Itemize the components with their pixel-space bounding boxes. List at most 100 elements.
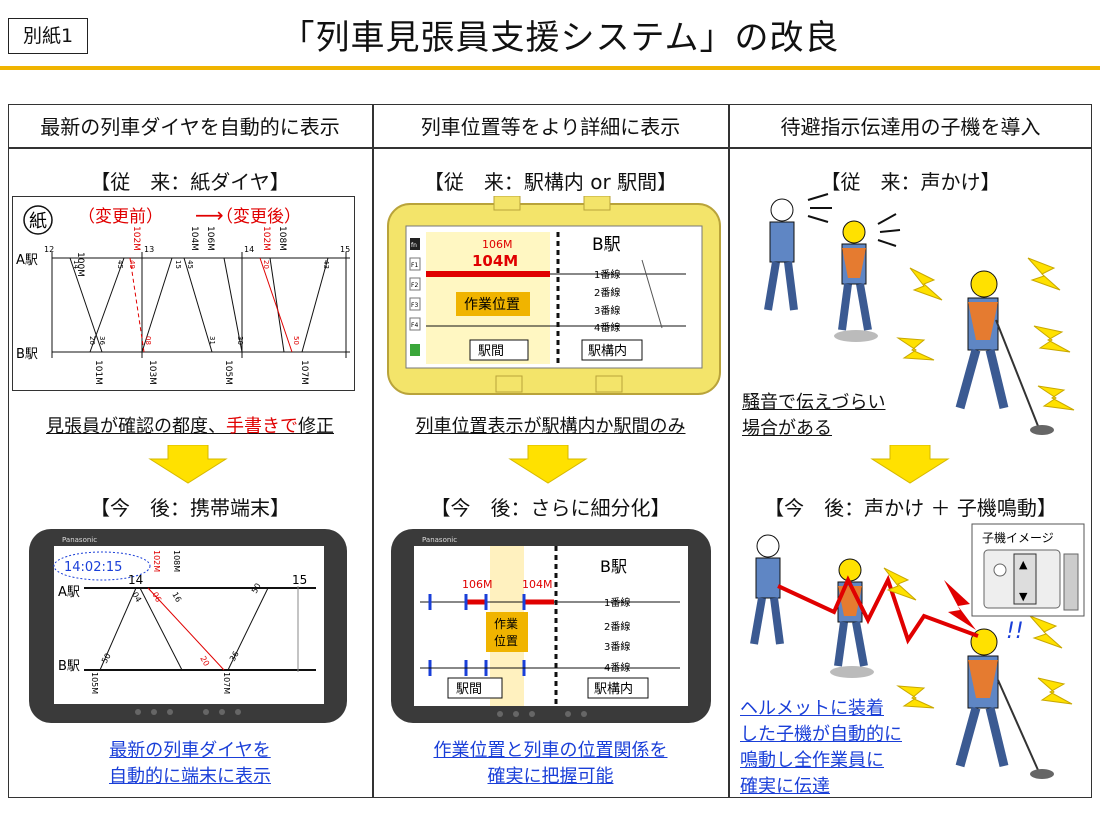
column-heading-timetable: 最新の列車ダイヤを自動的に表示 [40, 115, 340, 139]
handheld-old-display: fn F1 F2 F3 F4 106M 104M B駅 作業位置 1番線 2番線… [387, 196, 721, 395]
new-train-106m: 106M [462, 578, 493, 591]
worker-icon [955, 628, 1054, 779]
train-bottom-103m: 103M [147, 360, 157, 385]
paper-stamp-icon [23, 205, 53, 235]
down-arrow-icon [148, 445, 228, 484]
caption-handset-2: した子機が自動的に [740, 724, 902, 745]
minute-mark: 16 [170, 591, 183, 604]
old-track-4: 4番線 [594, 321, 620, 334]
after-label-col1: 【今 後：携帯端末】 [90, 496, 290, 520]
tablet-timetable: Panasonic 14:02:15 A駅 B駅 14 15 102M 108M… [29, 529, 347, 723]
tablet-hour-14: 14 [128, 573, 143, 587]
key-fn[interactable]: fn [411, 242, 417, 249]
train-top-102m-new: 102M [261, 226, 271, 251]
old-track-1: 1番線 [594, 268, 620, 281]
caption-paper-a: 見張員が確認の都度、 [46, 416, 226, 437]
minute-mark: 15 [174, 260, 182, 269]
minute-mark: 36 [228, 650, 241, 663]
key-f3[interactable]: F3 [411, 302, 418, 309]
station-b-label: B駅 [16, 347, 38, 362]
attachment-badge: 別紙1 [8, 18, 88, 54]
train-top-102m-old: 102M [131, 226, 141, 251]
train-bottom-107m: 107M [299, 360, 309, 385]
tablet-hour-15: 15 [292, 573, 307, 587]
old-inside-label: 駅構内 [588, 343, 627, 359]
caption-new-position-2: 確実に把握可能 [487, 766, 614, 787]
worker-icon [764, 198, 798, 311]
minute-mark: 20 [88, 336, 96, 345]
hour-15: 15 [340, 245, 350, 254]
alert-exclaim-icon: !! [1006, 619, 1024, 644]
minute-mark: 50 [100, 652, 113, 665]
comparison-table [8, 104, 1092, 798]
noise-bolt-icon [883, 567, 1073, 709]
minute-mark: 20 [262, 260, 270, 269]
worker-icon [750, 534, 784, 645]
page-title: 「列車見張員支援システム」の改良 [280, 18, 840, 58]
before-label-col2: 【従 来：駅構内 or 駅間】 [423, 170, 678, 194]
minute-mark: 30 [236, 336, 244, 345]
before-label-col3: 【従 来：声かけ】 [820, 170, 1001, 194]
minute-mark: 45 [186, 260, 194, 269]
handset-up-icon: ▲ [1019, 558, 1028, 571]
old-between-label: 駅間 [478, 344, 504, 359]
caption-new-position-1: 作業位置と列車の位置関係を [433, 740, 668, 761]
tablet-clock: 14:02:15 [64, 560, 122, 575]
key-f2[interactable]: F2 [411, 282, 418, 289]
new-work-1: 作業 [494, 617, 518, 631]
key-f1[interactable]: F1 [411, 262, 418, 269]
handset-image-label: 子機イメージ [982, 530, 1054, 545]
old-train-104m: 104M [472, 252, 518, 270]
tablet-train-102m: 102M [152, 550, 161, 572]
worker-icon [830, 558, 874, 678]
handset-alert-illustration: !! 子機イメージ ▲ ▼ [750, 523, 1085, 779]
title-underline [0, 66, 1100, 70]
voice-lines-icon [807, 193, 901, 247]
minute-mark: 50 [292, 336, 300, 345]
tablet-brand: Panasonic [62, 536, 97, 544]
tablet-train-107m: 107M [222, 672, 231, 694]
caption-paper-b: 修正 [298, 416, 334, 437]
caption-tablet-2: 自動的に端末に表示 [109, 766, 271, 787]
minute-mark: 04 [130, 591, 143, 604]
tablet-station-a: A駅 [58, 585, 80, 600]
paper-timetable-diagram: 紙 （変更前） ⟶ （変更後） A駅 B駅 12 13 14 15 100M 1… [12, 196, 355, 391]
new-inside-label: 駅構内 [594, 681, 633, 697]
caption-old-position: 列車位置表示が駅構内か駅間のみ [415, 416, 686, 437]
caption-voice-1: 騒音で伝えづらい [742, 392, 886, 413]
minute-mark: 06 [150, 591, 163, 604]
old-work-position: 作業位置 [464, 297, 520, 313]
header-row-divider [8, 147, 1092, 149]
worker-icon [834, 220, 878, 342]
alert-signal-icon [777, 574, 979, 645]
new-track-1: 1番線 [604, 596, 630, 609]
old-track-2: 2番線 [594, 286, 620, 299]
tablet-train-108m: 108M [172, 550, 181, 572]
train-bottom-101m: 101M [93, 360, 103, 385]
key-f4[interactable]: F4 [411, 322, 418, 329]
train-top-100m: 100M [75, 252, 85, 277]
handset-down-icon: ▼ [1019, 590, 1028, 603]
tablet2-brand: Panasonic [422, 536, 457, 544]
voice-call-illustration [764, 193, 1075, 435]
station-a-label: A駅 [16, 253, 38, 268]
old-station-b: B駅 [592, 235, 621, 255]
minute-mark: 43 [322, 260, 330, 269]
column-heading-position: 列車位置等をより詳細に表示 [420, 115, 681, 139]
hour-13: 13 [144, 245, 154, 254]
caption-handset-1: ヘルメットに装着 [740, 698, 884, 719]
train-top-108m: 108M [277, 226, 287, 251]
new-track-4: 4番線 [604, 661, 630, 674]
caption-paper: 見張員が確認の都度、手書きで修正 [8, 414, 372, 440]
alert-bolt-icon [944, 580, 976, 630]
change-after-label: （変更後） [216, 207, 301, 227]
hour-12: 12 [44, 245, 54, 254]
train-top-106m: 106M [205, 226, 215, 251]
minute-mark: 45 [116, 260, 124, 269]
minute-mark: 31 [208, 336, 216, 345]
caption-handset-4: 確実に伝達 [740, 776, 830, 797]
caption-handset-3: 鳴動し全作業員に [740, 750, 884, 771]
column-heading-handset: 待避指示伝達用の子機を導入 [780, 115, 1041, 139]
minute-mark: 14 [72, 260, 80, 269]
new-train-104m: 104M [522, 578, 553, 591]
